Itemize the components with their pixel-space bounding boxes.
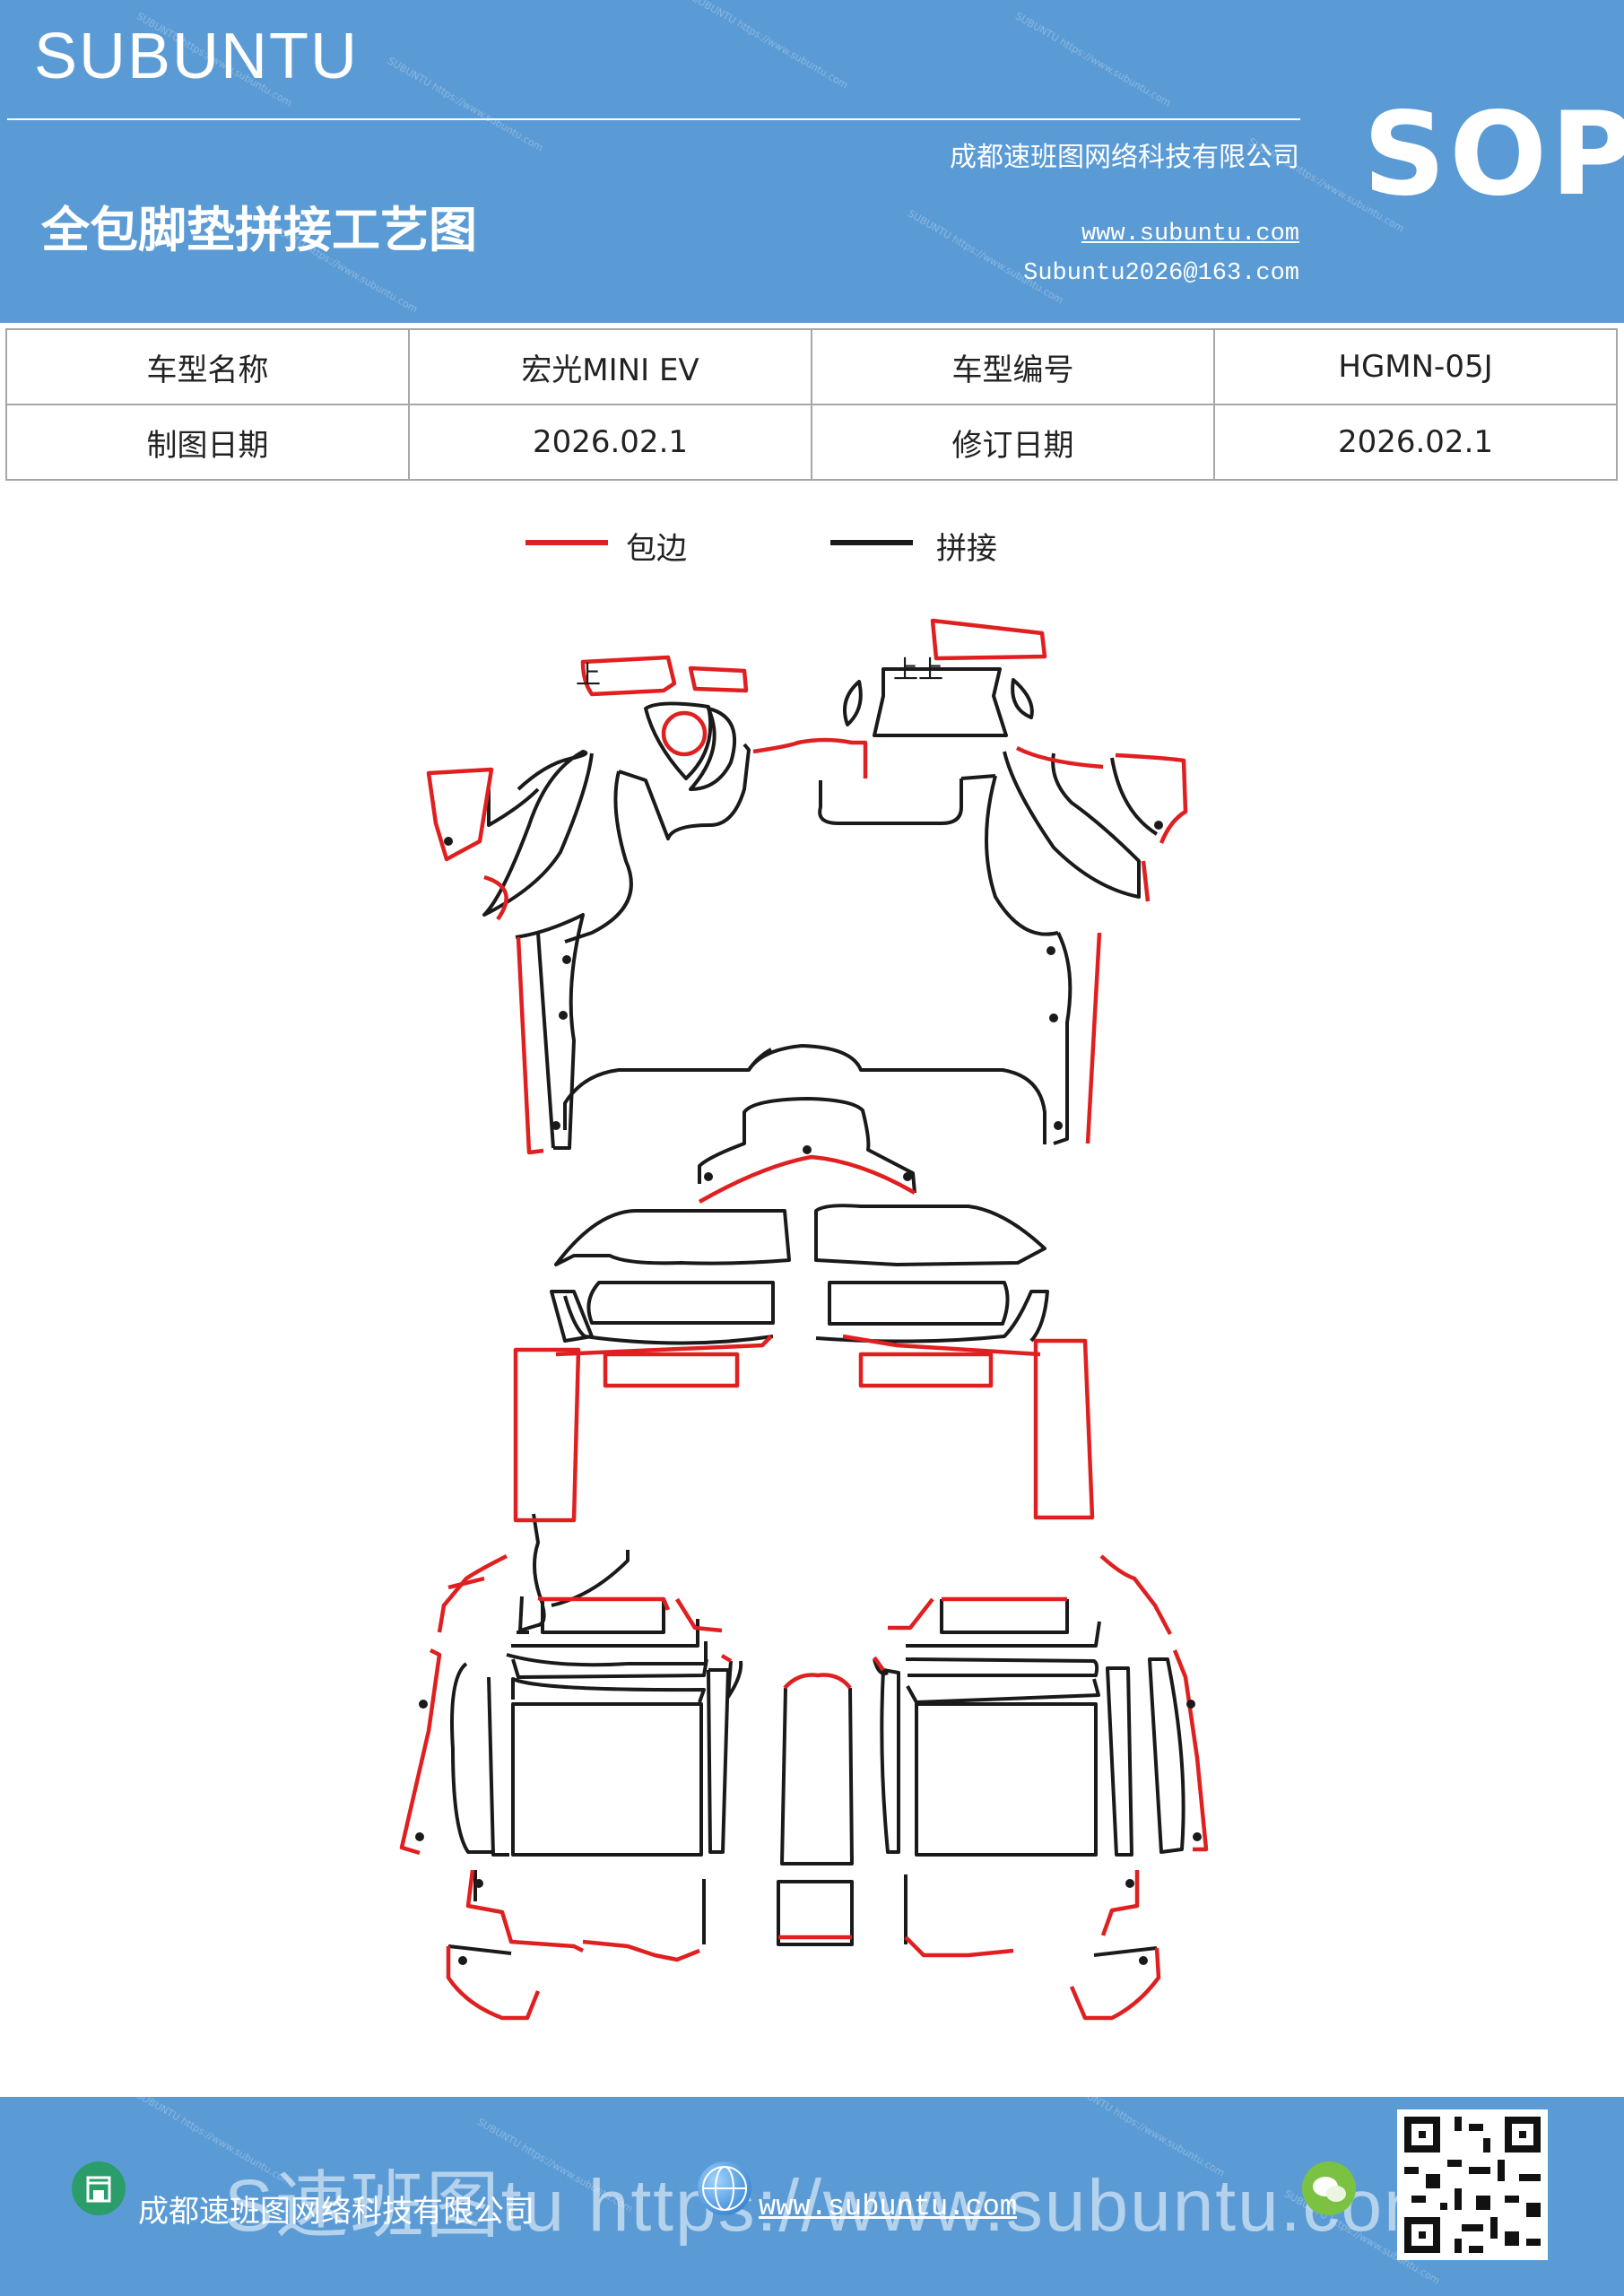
footer-website-link[interactable]: www.subuntu.com <box>759 2190 1018 2223</box>
wechat-icon <box>1302 2161 1356 2215</box>
email-address: Subuntu2026@163.com <box>1023 260 1299 287</box>
page-header: SUBUNTU https://www.subuntu.com SUBUNTU … <box>0 0 1624 323</box>
table-cell: 制图日期 <box>5 404 410 481</box>
up-mark-left: 上 <box>576 660 601 690</box>
brand-logo-text: SUBUNTU <box>34 21 360 92</box>
table-cell: HGMN-05J <box>1213 328 1618 405</box>
sop-badge: SOP <box>1363 88 1624 222</box>
footer-watermark-text: S速班图tu https://www.subuntu.com <box>224 2165 1447 2247</box>
seam-outlines <box>447 667 1185 1957</box>
up-mark-right: 上上 <box>893 655 943 684</box>
page-footer: SUBUNTU https://www.subuntu.com SUBUNTU … <box>0 2097 1624 2296</box>
page-title: 全包脚垫拼接工艺图 <box>41 201 477 258</box>
website-link[interactable]: www.subuntu.com <box>1081 221 1299 248</box>
footer-company-name: 成都速班图网络科技有限公司 <box>138 2194 534 2230</box>
table-cell: 2026.02.1 <box>408 404 812 481</box>
table-cell: 宏光MINI EV <box>408 328 812 405</box>
edge-legend-label: 包边 <box>626 531 687 567</box>
legend: 包边 拼接 <box>0 524 1624 578</box>
table-cell: 2026.02.1 <box>1213 404 1618 481</box>
vehicle-info-table: 车型名称 宏光MINI EV 车型编号 HGMN-05J 制图日期 2026.0… <box>5 328 1618 481</box>
table-row: 车型名称 宏光MINI EV 车型编号 HGMN-05J <box>5 328 1618 405</box>
qr-code <box>1397 2109 1548 2260</box>
table-cell: 车型名称 <box>5 328 410 405</box>
building-icon <box>72 2161 126 2215</box>
table-cell: 车型编号 <box>811 328 1215 405</box>
table-cell: 修订日期 <box>811 404 1215 481</box>
seam-legend-label: 拼接 <box>936 531 997 567</box>
globe-icon <box>698 2161 751 2215</box>
table-row: 制图日期 2026.02.1 修订日期 2026.02.1 <box>5 404 1618 481</box>
fixing-dots <box>415 821 1202 1965</box>
company-name: 成都速班图网络科技有限公司 <box>950 142 1299 173</box>
edge-swatch <box>525 540 608 545</box>
header-divider <box>7 118 1300 120</box>
edge-outlines <box>399 618 1209 2021</box>
seam-swatch <box>830 540 913 545</box>
